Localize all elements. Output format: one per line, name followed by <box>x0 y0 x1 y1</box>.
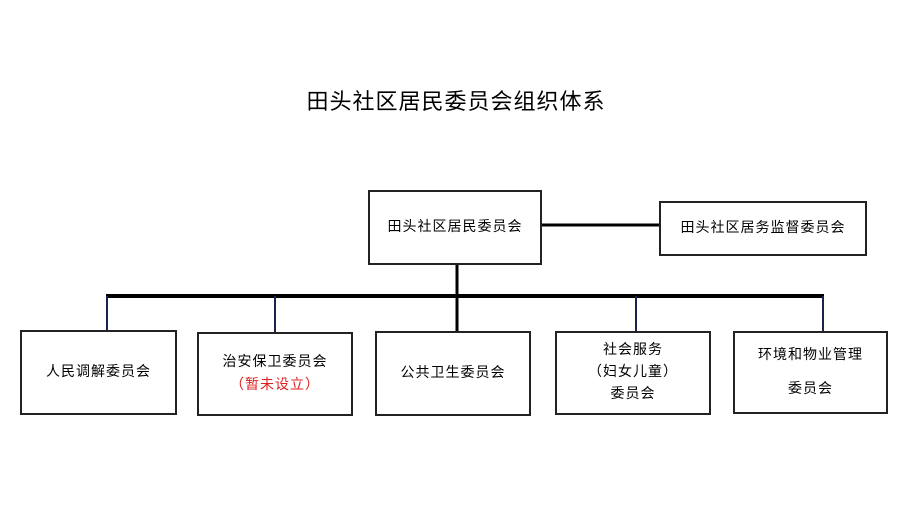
not-established-note: （暂未设立） <box>230 377 320 393</box>
box-label: 委员会 <box>610 385 656 402</box>
mediation-committee-box: 人民调解委员会 <box>20 330 177 415</box>
box-label: 公共卫生委员会 <box>400 364 506 381</box>
security-committee-box: 治安保卫委员会 （暂未设立） <box>197 332 353 416</box>
box-label: 田头社区居民委员会 <box>387 218 523 235</box>
box-label: 委员会 <box>788 380 833 397</box>
box-label: 环境和物业管理 <box>758 346 863 363</box>
box-label: 人民调解委员会 <box>46 363 151 380</box>
social-service-committee-box: 社会服务 （妇女儿童） 委员会 <box>555 331 711 415</box>
box-label: 社会服务 <box>603 342 663 359</box>
box-label: （妇女儿童） <box>588 364 678 381</box>
public-health-committee-box: 公共卫生委员会 <box>375 331 531 416</box>
box-label: 治安保卫委员会 <box>222 353 328 370</box>
box-label: 田头社区居务监督委员会 <box>680 219 846 236</box>
environment-property-committee-box: 环境和物业管理 委员会 <box>733 331 888 414</box>
diagram-title: 田头社区居民委员会组织体系 <box>306 90 606 115</box>
residents-committee-box: 田头社区居民委员会 <box>368 190 542 265</box>
supervision-committee-box: 田头社区居务监督委员会 <box>659 201 867 256</box>
